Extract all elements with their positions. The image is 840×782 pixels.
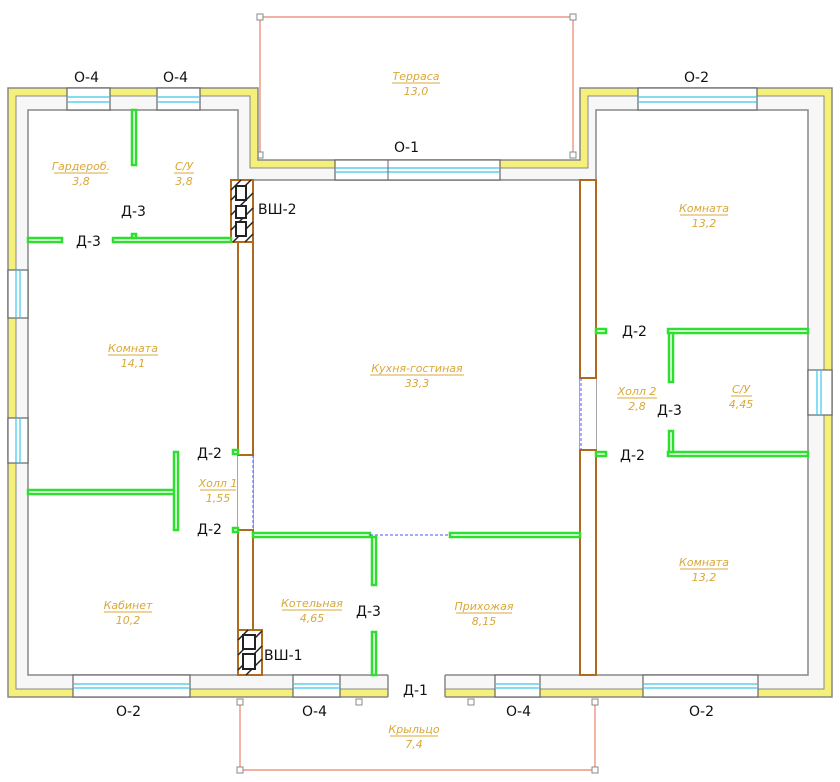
brick-walls xyxy=(237,179,597,676)
window xyxy=(637,87,758,111)
window-label: О-4 xyxy=(74,70,99,86)
exterior-wall xyxy=(7,87,833,699)
door-label: Д-1 xyxy=(403,683,428,699)
svg-text:14,1: 14,1 xyxy=(121,357,146,370)
window-label: О-2 xyxy=(689,704,714,720)
room-label-office: Кабинет 10,2 xyxy=(104,599,153,627)
door-label: Д-3 xyxy=(121,204,146,220)
svg-text:33,3: 33,3 xyxy=(405,377,430,390)
svg-text:8,15: 8,15 xyxy=(472,615,497,628)
svg-text:13,2: 13,2 xyxy=(692,571,717,584)
room-label-room-left: Комната 14,1 xyxy=(108,342,158,370)
window xyxy=(642,674,759,698)
room-label-room-bottom-right: Комната 13,2 xyxy=(679,556,729,584)
svg-text:Комната: Комната xyxy=(108,342,158,355)
window xyxy=(807,369,833,416)
window xyxy=(494,674,541,698)
porch xyxy=(236,698,599,774)
door-label: Д-3 xyxy=(356,604,381,620)
partitions xyxy=(26,108,810,677)
window-label: О-4 xyxy=(163,70,188,86)
shaft-label: ВШ-1 xyxy=(264,648,303,664)
window xyxy=(292,674,341,698)
svg-text:Комната: Комната xyxy=(679,202,729,215)
svg-text:7,4: 7,4 xyxy=(405,738,423,751)
svg-text:Комната: Комната xyxy=(679,556,729,569)
svg-text:4,65: 4,65 xyxy=(300,612,325,625)
svg-text:13,2: 13,2 xyxy=(692,217,717,230)
window xyxy=(334,159,501,181)
terrace xyxy=(256,13,577,159)
svg-text:1,55: 1,55 xyxy=(206,492,231,505)
svg-text:Гардероб.: Гардероб. xyxy=(52,160,110,173)
door-label: Д-2 xyxy=(620,448,645,464)
svg-text:Котельная: Котельная xyxy=(281,597,343,610)
room-label-hall-2: Холл 2 2,8 xyxy=(617,385,657,413)
svg-text:Холл 1: Холл 1 xyxy=(198,477,238,490)
vent-shaft-2 xyxy=(230,179,254,243)
window xyxy=(7,417,29,464)
door-label: Д-2 xyxy=(622,324,647,340)
svg-text:Кухня-гостиная: Кухня-гостиная xyxy=(371,362,463,375)
room-label-bathroom-2: С/У 4,45 xyxy=(729,383,754,411)
room-label-bathroom-1: С/У 3,8 xyxy=(174,160,194,188)
room-label-wardrobe: Гардероб. 3,8 xyxy=(52,160,110,188)
svg-text:3,8: 3,8 xyxy=(175,175,193,188)
window xyxy=(156,87,201,111)
window-label: О-1 xyxy=(394,140,419,156)
svg-text:Холл 2: Холл 2 xyxy=(617,385,657,398)
door-label: Д-2 xyxy=(197,522,222,538)
window-label: О-2 xyxy=(116,704,141,720)
room-label-hall-1: Холл 1 1,55 xyxy=(198,477,238,505)
door-label: Д-3 xyxy=(76,234,101,250)
room-label-kitchen-living: Кухня-гостиная 33,3 xyxy=(370,362,464,390)
svg-text:С/У: С/У xyxy=(175,160,194,173)
room-label-porch: Крыльцо 7,4 xyxy=(388,723,439,751)
window xyxy=(66,87,111,111)
room-label-boiler-room: Котельная 4,65 xyxy=(281,597,343,625)
svg-text:13,0: 13,0 xyxy=(404,85,429,98)
svg-text:4,45: 4,45 xyxy=(729,398,754,411)
window xyxy=(72,674,191,698)
svg-text:Прихожая: Прихожая xyxy=(455,600,514,613)
svg-text:Крыльцо: Крыльцо xyxy=(388,723,439,736)
window-label: О-2 xyxy=(684,70,709,86)
room-label-terrace: Терраса 13,0 xyxy=(392,70,440,98)
svg-text:Терраса: Терраса xyxy=(393,70,440,83)
room-label-entrance-hall: Прихожая 8,15 xyxy=(455,600,514,628)
svg-text:2,8: 2,8 xyxy=(628,400,646,413)
svg-text:10,2: 10,2 xyxy=(116,614,141,627)
window-label: О-4 xyxy=(506,704,531,720)
door-label: Д-2 xyxy=(197,446,222,462)
window-label: О-4 xyxy=(302,704,327,720)
vent-shaft-1 xyxy=(237,629,263,676)
room-label-room-top-right: Комната 13,2 xyxy=(679,202,729,230)
svg-text:3,8: 3,8 xyxy=(72,175,90,188)
svg-text:С/У: С/У xyxy=(732,383,751,396)
window xyxy=(7,269,29,319)
shaft-label: ВШ-2 xyxy=(258,202,297,218)
door-label: Д-3 xyxy=(657,403,682,419)
svg-text:Кабинет: Кабинет xyxy=(104,599,153,612)
windows xyxy=(7,87,833,698)
